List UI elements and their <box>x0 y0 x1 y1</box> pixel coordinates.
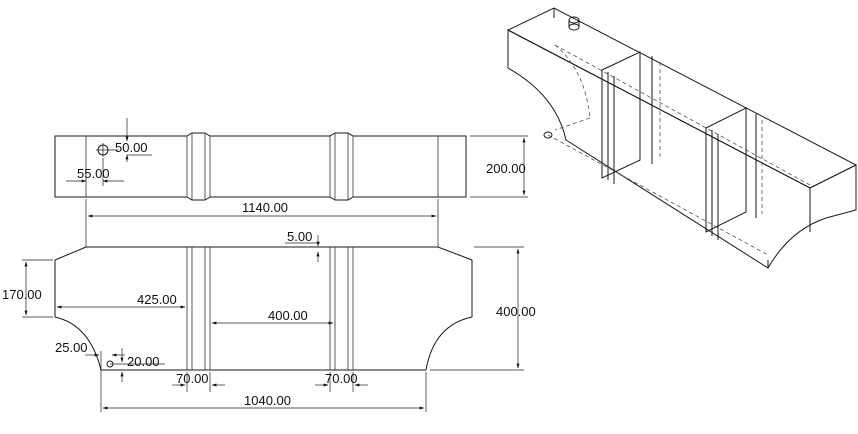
dim-front-height: 400.00 <box>496 304 536 319</box>
dim-top-hole-diameter: 50.00 <box>115 140 148 155</box>
dim-hole-x-offset: 25.00 <box>55 340 88 355</box>
isometric-view <box>506 7 858 269</box>
dim-top-overall-length: 1140.00 <box>242 200 288 215</box>
dim-front-left-height: 170.00 <box>2 287 42 302</box>
top-view: 50.00 55.00 200.00 1140.00 <box>54 118 528 247</box>
dim-front-left-band-position: 425.00 <box>137 292 177 307</box>
dim-band-width-left: 70.00 <box>176 371 209 386</box>
dim-top-hole-offset: 55.00 <box>77 166 110 181</box>
dim-band-spacing: 400.00 <box>268 308 308 323</box>
drain-fitting <box>543 131 553 139</box>
dim-top-height: 200.00 <box>486 161 526 176</box>
dim-band-thickness: 5.00 <box>287 229 312 244</box>
dim-bottom-length: 1040.00 <box>244 393 291 408</box>
front-view: 5.00 170.00 425.00 400.00 400.00 25.00 2… <box>2 229 536 412</box>
dim-band-width-right: 70.00 <box>325 371 358 386</box>
dim-hole-y-offset: 20.00 <box>127 354 160 369</box>
